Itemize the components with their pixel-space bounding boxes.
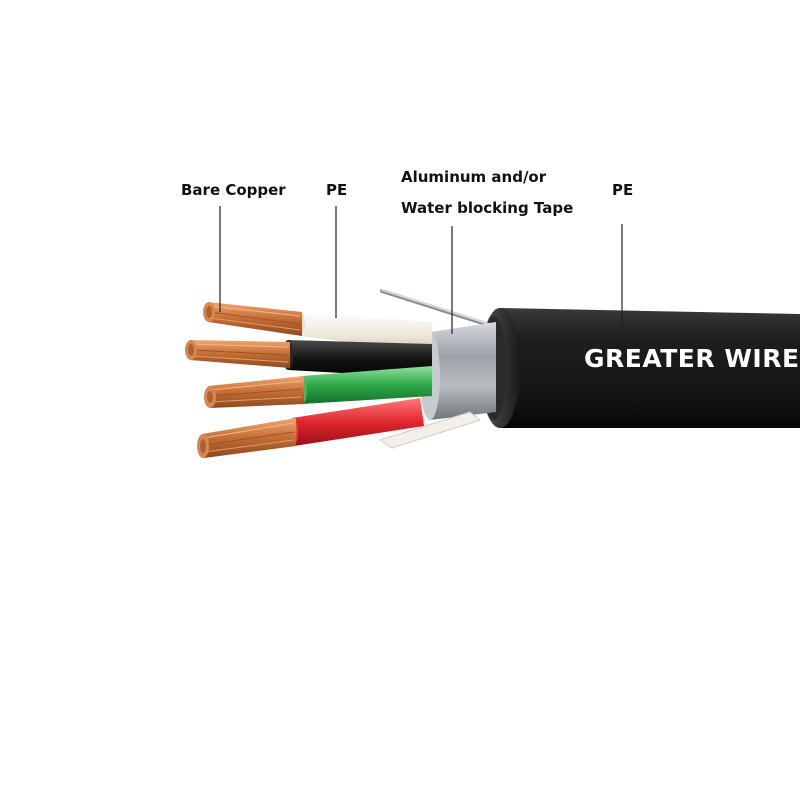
copper-conductor-2: [185, 340, 290, 368]
brand-label: GREATER WIRE: [584, 344, 800, 373]
drain-wire: [380, 289, 494, 328]
pe-insulation-label: PE: [326, 181, 347, 199]
copper-conductor-1: [203, 302, 302, 336]
copper-conductor-3: [204, 376, 304, 408]
tape-label-line2: Water blocking Tape: [401, 199, 573, 217]
copper-conductor-4: [197, 418, 296, 458]
green-core: [297, 366, 432, 404]
pe-jacket-label: PE: [612, 181, 633, 199]
bare-copper-label: Bare Copper: [181, 181, 286, 199]
tape-label-line1: Aluminum and/or: [401, 168, 547, 186]
